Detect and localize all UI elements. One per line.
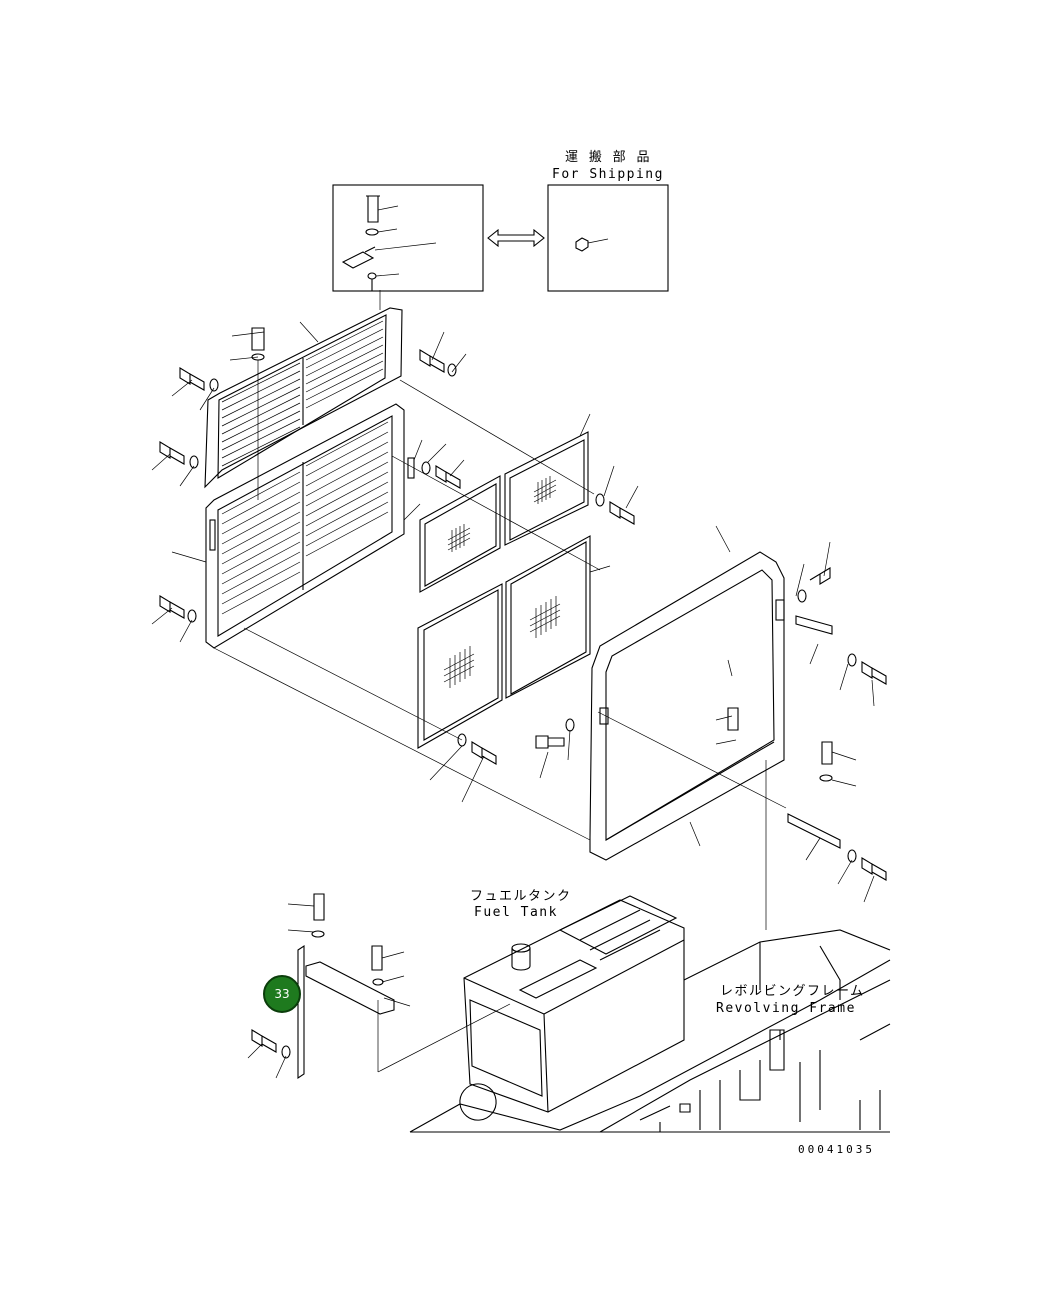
leader-lines <box>151 321 875 1079</box>
double-arrow-icon <box>487 228 545 248</box>
fuel-tank-label-jp: フュエルタンク <box>470 889 572 904</box>
upper-grille-panel <box>204 307 403 489</box>
fuel-tank <box>463 895 685 1113</box>
upper-screen-pair <box>419 431 589 593</box>
lower-screen-pair <box>417 535 591 749</box>
fasteners <box>159 327 887 1059</box>
fuel-tank-label-en: Fuel Tank <box>474 905 558 920</box>
assembly-lines <box>213 290 787 1073</box>
tank-stay <box>297 944 395 1080</box>
lower-side-bracket <box>787 813 841 849</box>
revolving-frame-label-en: Revolving Frame <box>716 1001 856 1016</box>
shipping-detail-box-right <box>547 184 669 292</box>
main-grille-panel <box>205 403 405 649</box>
shipping-detail-box-left <box>332 184 484 292</box>
revolving-frame-label-jp: レボルビングフレーム <box>720 984 865 999</box>
drawing-number: 00041035 <box>798 1143 875 1156</box>
revolving-frame <box>409 929 891 1133</box>
shipping-label-jp: 運 搬 部 品 <box>565 150 651 165</box>
callout-number: 33 <box>274 987 290 1001</box>
shipping-label-en: For Shipping <box>552 167 664 182</box>
radiator-frame <box>589 551 785 861</box>
callout-badge-33[interactable]: 33 <box>263 975 301 1013</box>
upper-side-bracket <box>795 615 833 635</box>
